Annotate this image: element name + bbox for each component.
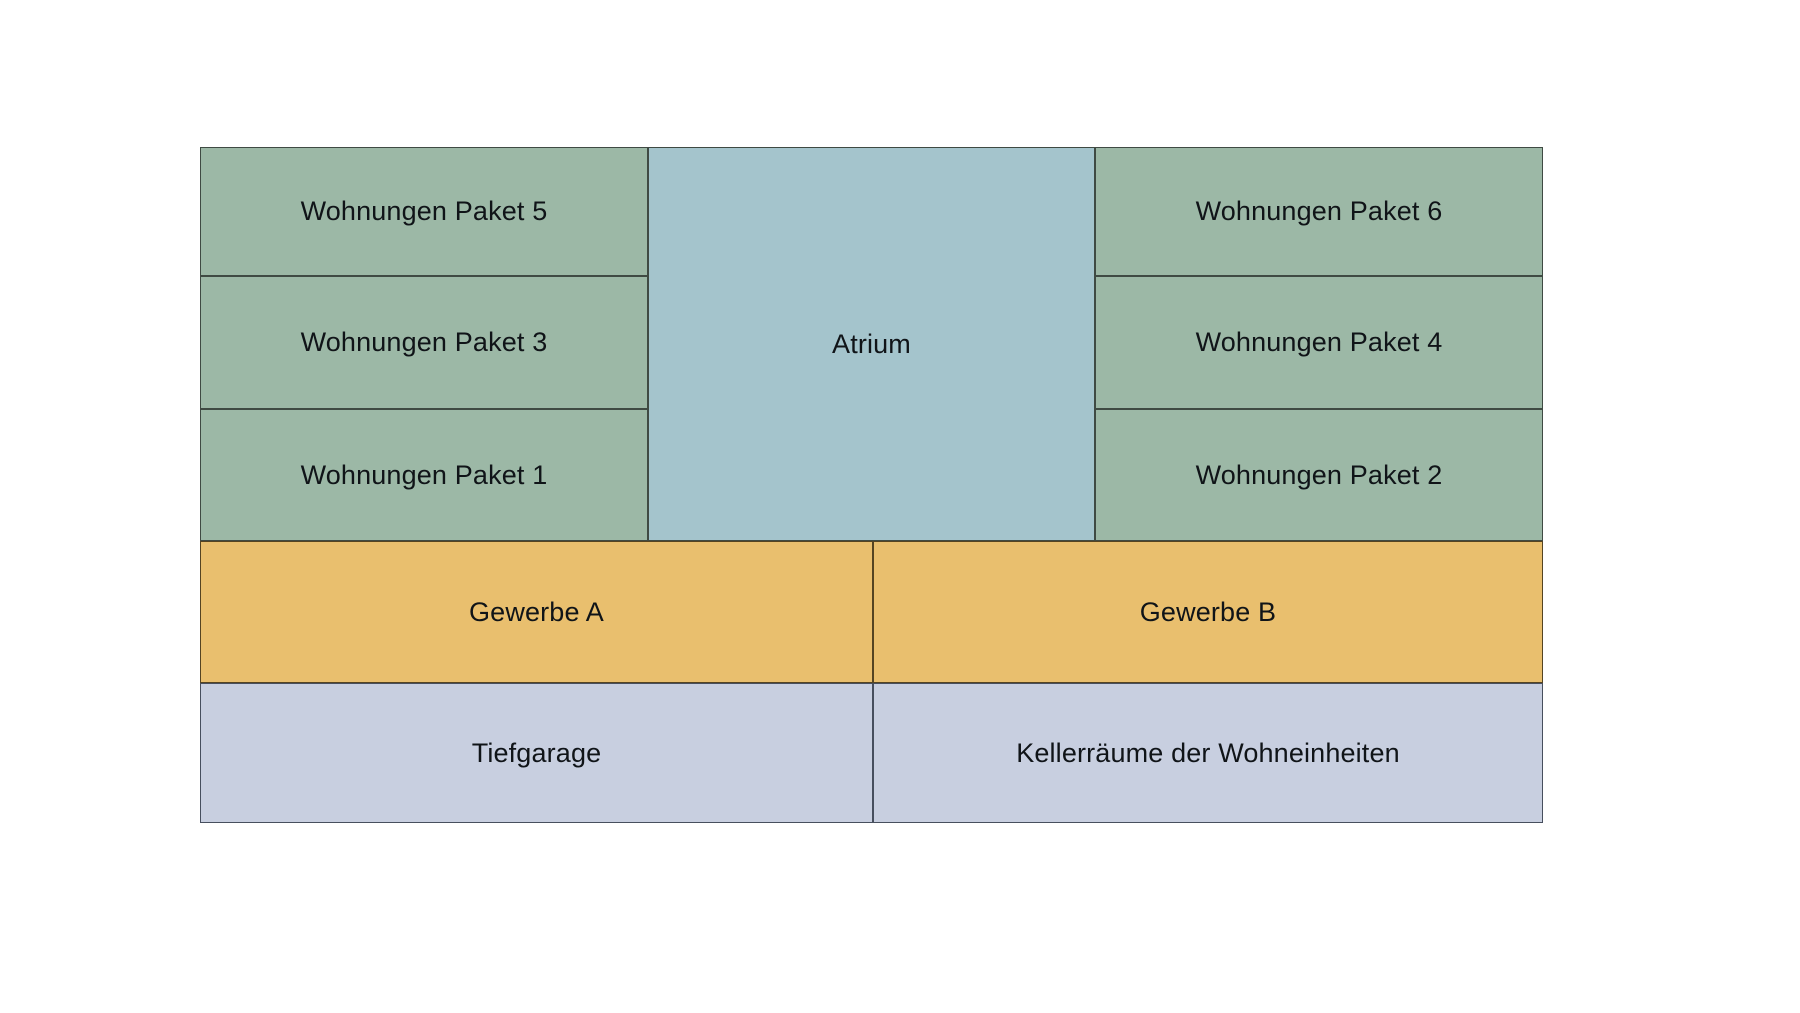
zone-label: Tiefgarage [471,737,602,768]
zone-label: Wohnungen Paket 3 [300,327,548,357]
zone-label: Gewerbe A [469,596,604,627]
zone-label: Wohnungen Paket 4 [1195,327,1443,357]
zone-wohnungen-paket-5[interactable]: Wohnungen Paket 5 [200,147,648,276]
zone-wohnungen-paket-2[interactable]: Wohnungen Paket 2 [1095,409,1543,541]
zone-wohnungen-paket-1[interactable]: Wohnungen Paket 1 [200,409,648,541]
zone-label: Atrium [832,328,911,359]
zone-gewerbe-b[interactable]: Gewerbe B [873,541,1543,683]
zone-label: Gewerbe B [1139,596,1277,627]
zone-label: Wohnungen Paket 6 [1195,196,1443,226]
building-section-diagram: Wohnungen Paket 5 Wohnungen Paket 6 Wohn… [200,147,1543,823]
zone-wohnungen-paket-6[interactable]: Wohnungen Paket 6 [1095,147,1543,276]
zone-gewerbe-a[interactable]: Gewerbe A [200,541,873,683]
zone-atrium[interactable]: Atrium [648,147,1095,541]
zone-label: Kellerräume der Wohneinheiten [1016,737,1400,768]
zone-label: Wohnungen Paket 2 [1195,459,1443,490]
zone-wohnungen-paket-4[interactable]: Wohnungen Paket 4 [1095,276,1543,409]
zone-label: Wohnungen Paket 5 [300,196,548,226]
zone-wohnungen-paket-3[interactable]: Wohnungen Paket 3 [200,276,648,409]
zone-tiefgarage[interactable]: Tiefgarage [200,683,873,823]
zone-kellerraeume[interactable]: Kellerräume der Wohneinheiten [873,683,1543,823]
zone-label: Wohnungen Paket 1 [300,459,548,490]
